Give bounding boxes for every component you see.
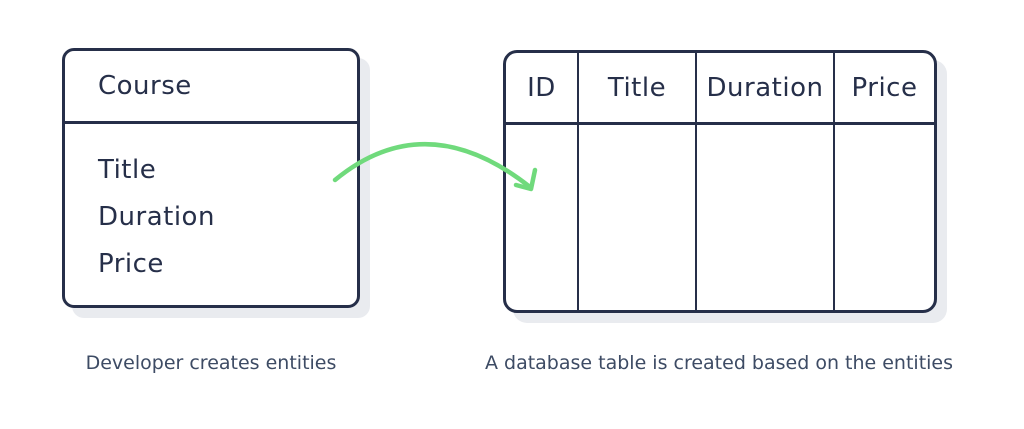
arrow-curve [332, 142, 533, 190]
entity-box-course: Course Title Duration Price [62, 48, 360, 308]
caption-table: A database table is created based on the… [484, 352, 954, 374]
table-body-cell-duration [697, 125, 835, 310]
entity-title: Course [98, 71, 192, 101]
table-header-price: Price [835, 53, 934, 125]
entity-field-duration: Duration [98, 202, 215, 232]
caption-entity: Developer creates entities [85, 352, 337, 374]
table-body-cell-title [579, 125, 697, 310]
entity-header: Course [65, 51, 357, 124]
table-header-title: Title [579, 53, 697, 125]
table-body-cell-id [506, 125, 579, 310]
entity-field-title: Title [98, 155, 157, 185]
entity-field-price: Price [98, 249, 164, 279]
table-body-cell-price [835, 125, 934, 310]
database-table: ID Title Duration Price [503, 50, 937, 313]
entity-field-list: Title Duration Price [65, 124, 357, 288]
table-header-duration: Duration [697, 53, 835, 125]
table-header-id: ID [506, 53, 579, 125]
